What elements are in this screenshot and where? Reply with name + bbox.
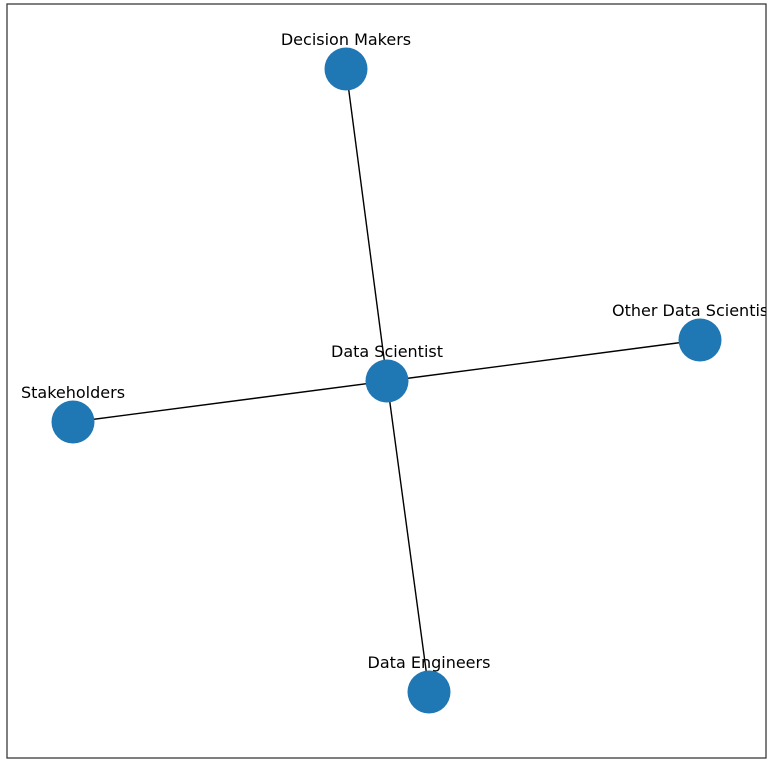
edge-data-scientist-to-data-engineers [386, 380, 430, 693]
node-label-other-data-scientists: Other Data Scientists [612, 301, 773, 320]
node-decision-makers [324, 47, 368, 91]
edge-data-scientist-to-decision-makers [345, 68, 388, 382]
edges-layer [72, 68, 701, 693]
node-data-engineers [407, 670, 451, 714]
node-data-scientist [365, 359, 409, 403]
node-label-stakeholders: Stakeholders [21, 383, 125, 402]
node-label-decision-makers: Decision Makers [281, 30, 411, 49]
node-label-data-engineers: Data Engineers [368, 653, 491, 672]
node-other-data-scientists [678, 318, 722, 362]
node-label-data-scientist: Data Scientist [331, 342, 443, 361]
node-stakeholders [51, 400, 95, 444]
nodes-layer [51, 47, 722, 714]
edge-data-scientist-to-other-data-scientists [386, 339, 701, 382]
edge-data-scientist-to-stakeholders [72, 380, 388, 423]
